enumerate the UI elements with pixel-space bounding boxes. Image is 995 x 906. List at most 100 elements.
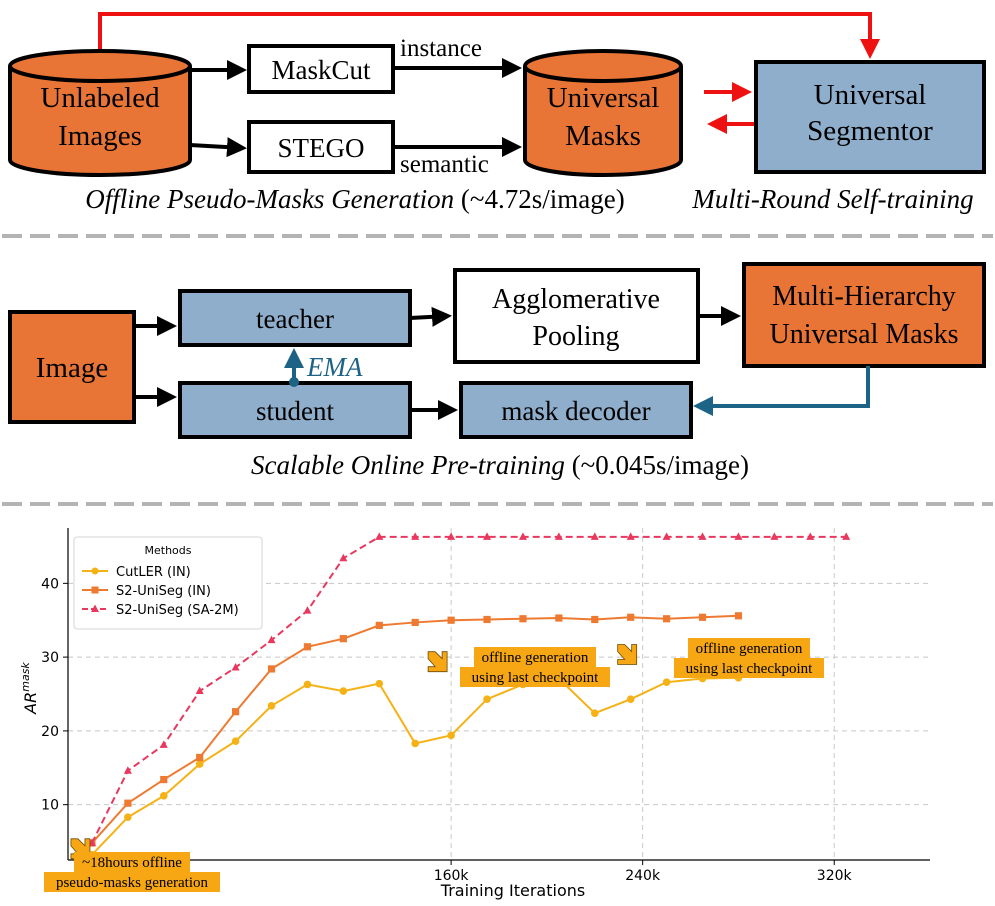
x-tick-label: 160k [434, 868, 470, 884]
x-tick-label: 240k [625, 868, 661, 884]
data-point [734, 612, 743, 620]
annotation-bg [460, 667, 610, 687]
label-ema: EMA [306, 352, 363, 382]
box-mask-decoder [459, 381, 693, 439]
data-point [267, 702, 276, 710]
caption-multiround: Multi-Round Self-training [691, 184, 973, 214]
data-point [339, 553, 348, 562]
box-pooling-line1: Agglomerative [492, 284, 660, 315]
arrow-to-stego [189, 137, 247, 158]
data-point [411, 739, 419, 748]
data-point [518, 532, 527, 540]
box-maskcut-label: MaskCut [271, 55, 371, 85]
ema-dot [289, 377, 299, 387]
box-pooling-line2: Pooling [532, 321, 619, 352]
data-point [124, 799, 132, 807]
legend-marker [91, 586, 99, 594]
y-axis-label: ARmask [19, 662, 40, 715]
y-tick-label: 10 [41, 798, 59, 814]
legend-label: S2-UniSeg (IN) [116, 584, 211, 599]
data-point [698, 613, 707, 621]
box-masks-line1: Multi-Hierarchy [772, 281, 956, 312]
data-point [123, 766, 132, 774]
data-point [267, 635, 276, 644]
data-point [411, 532, 420, 540]
data-point [339, 635, 347, 643]
x-axis-label: Training Iterations [440, 881, 585, 900]
box-image-label: Image [36, 352, 108, 384]
annotation-text: offline generation [482, 650, 589, 666]
data-point [483, 532, 492, 540]
data-point [842, 532, 851, 540]
caption-offline: Offline Pseudo-Masks Generation (~4.72s/… [85, 184, 625, 214]
online-pipeline: Image teacher student EMA Agglomerative … [8, 262, 986, 480]
data-point [160, 775, 168, 784]
data-point [590, 709, 599, 717]
box-teacher [178, 289, 412, 347]
annotation-arrow-icon [427, 651, 448, 673]
data-point [483, 695, 491, 703]
annotation-text: ~18hours offline [82, 855, 182, 871]
legend-marker [91, 567, 99, 575]
annotation-mid: offline generation using last checkpoint [460, 647, 610, 687]
db-unlabeled-line2: Images [58, 120, 142, 152]
data-point [627, 613, 635, 621]
annotation-text: using last checkpoint [472, 670, 599, 686]
data-point [231, 737, 240, 746]
red-feedback-arrow [98, 12, 880, 59]
data-point [267, 665, 276, 673]
data-point [411, 618, 419, 627]
box-decoder-label: mask decoder [501, 396, 650, 426]
data-point [375, 532, 384, 540]
series-line [91, 676, 739, 856]
data-point [663, 615, 671, 623]
db-universal-masks: Universal Masks [523, 49, 683, 177]
box-universal-segmentor [754, 60, 986, 174]
data-point [590, 532, 599, 540]
data-point [519, 615, 527, 623]
legend-marker [91, 604, 99, 612]
data-point [231, 662, 240, 671]
box-segmentor-line1: Universal [814, 79, 927, 111]
legend-label: CutLER (IN) [116, 565, 191, 580]
db-universal-line2: Masks [565, 120, 641, 152]
y-tick-label: 30 [41, 650, 59, 666]
data-point [447, 731, 455, 740]
box-masks-line2: Universal Masks [770, 319, 959, 350]
data-point [195, 686, 204, 695]
data-point [698, 532, 707, 540]
box-segmentor-line2: Segmentor [807, 115, 933, 147]
teal-feedback-arrow [693, 366, 870, 416]
arrow-to-pooling [409, 306, 452, 327]
y-tick-label: 20 [41, 724, 59, 740]
db-unlabeled-images: Unlabeled Images [8, 49, 192, 177]
series-line [91, 614, 739, 844]
data-point [555, 614, 563, 622]
data-point [447, 616, 455, 624]
series-line [91, 535, 847, 844]
data-point [159, 740, 168, 748]
db-universal-line1: Universal [547, 82, 660, 114]
box-stego-label: STEGO [278, 133, 365, 163]
data-point [159, 792, 168, 800]
legend-title: Methods [145, 544, 192, 557]
label-semantic: semantic [400, 151, 489, 178]
caption-online: Scalable Online Pre-training (~0.045s/im… [251, 450, 749, 480]
legend-box [73, 536, 263, 630]
data-point [339, 687, 348, 695]
box-multi-hierarchy-masks [742, 262, 986, 368]
data-point [303, 643, 312, 651]
annotation-bg [474, 647, 596, 667]
data-point [591, 615, 599, 624]
label-instance: instance [400, 35, 482, 62]
data-point [626, 532, 635, 540]
y-tick-label: 40 [41, 576, 59, 592]
data-point [662, 678, 671, 686]
data-point [124, 813, 132, 822]
db-unlabeled-line1: Unlabeled [40, 82, 160, 114]
annotation-text: using last checkpoint [686, 661, 813, 677]
